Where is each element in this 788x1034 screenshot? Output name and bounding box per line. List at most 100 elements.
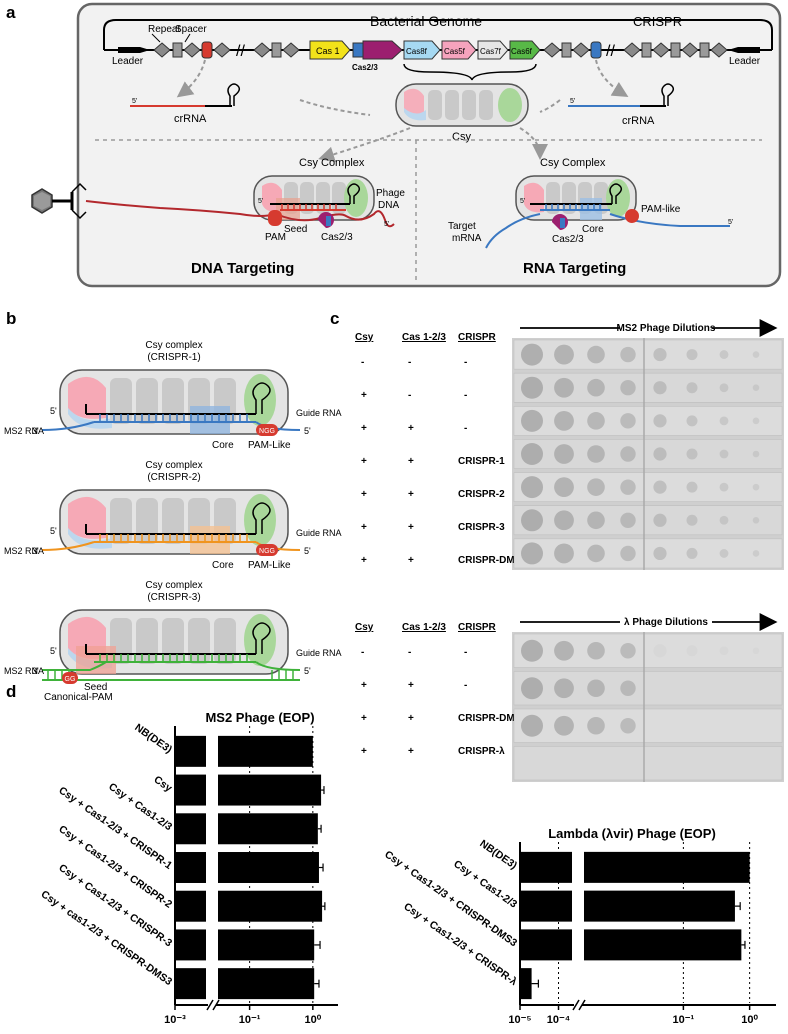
complex-region-highlight [190,406,230,434]
complex-guide-5prime: 5' [50,526,57,536]
plaque-spot [719,549,729,558]
plaque-spot [653,447,667,461]
complex-guide-hairpin [252,382,271,414]
target-mrna-label-1: Target [448,221,476,232]
complex-green-subunit [244,614,276,666]
plaque-spot [521,542,543,565]
row-cell: - [361,647,364,658]
row-cell: + [361,713,367,724]
chart-title: Lambda (λvir) Phage (EOP) [548,826,716,841]
chart-bar [175,813,206,845]
csy-blue-subunit [404,108,426,121]
complex-grey-subunit [110,498,132,544]
complex-grey-subunit [162,618,184,664]
repeat-diamond [543,42,561,58]
chart-axis-break [572,999,580,1011]
complex-pam-label: PAM-Like [248,440,291,451]
dna-csy-subunit [316,182,330,214]
chart-bar [584,929,742,961]
chart-category-label: NB(DE3) [477,838,519,872]
complex-title: Csy complex [145,460,202,471]
chart-bar [520,929,572,961]
plaque-spot [620,718,636,734]
chart-bar [520,851,572,883]
crrna-right-label: crRNA [622,115,655,127]
plaque-spot [521,376,543,399]
operon-brace [403,63,537,81]
spacer-blue [590,41,602,59]
rna-csy-pink [524,182,544,213]
gene-cas23 [362,40,403,60]
csy-subunit [479,90,493,120]
plaque-spot [554,715,574,736]
gene-cas5f [441,40,477,60]
dna-base-pairs [281,204,337,210]
row-cell: + [361,555,367,566]
plaque-spot [752,450,760,458]
cas23-rna-blue [560,218,565,228]
plaque-spot [653,347,667,362]
spacer-box [670,42,681,58]
gene-cas7f-label: Cas7f [480,47,502,56]
plaque-spot [521,443,543,465]
leader-right-label: Leader [729,56,761,67]
plaque-spot [620,446,636,462]
phage-dna-label-2: DNA [378,200,399,211]
complex-subtitle: (CRISPR-1) [147,352,200,363]
panel-label-a: a [6,3,16,22]
row-cell: - [464,390,467,401]
complex-blue-subunit [68,528,112,549]
plaque-spot [752,647,760,655]
chart-title: MS2 Phage (EOP) [205,710,314,725]
gene-cas6f-label: Cas6f [511,47,533,56]
complex-region-label: Seed [84,682,107,693]
plaque-spot [752,351,760,358]
row-cell: + [361,456,367,467]
complex-title: Csy complex [145,340,202,351]
complex-title: Csy complex [145,580,202,591]
complex-target-5prime: 5' [304,426,311,436]
complex-target-5prime: 5' [304,546,311,556]
row-cell: + [408,456,414,467]
row-cell: - [464,423,467,434]
plaque-spot [620,680,636,696]
arrow-to-rna-complex [519,127,548,160]
crrna-to-csy-left [299,99,371,116]
row-cell: + [408,423,414,434]
crrna-left-hairpin [227,83,241,106]
repeat-diamond [681,42,699,58]
pam-like-marker [625,209,639,223]
complex-pam-seq: GG [65,676,76,683]
chart-bar [218,890,323,922]
plaque-spot [587,511,605,530]
dilution-title: MS2 Phage Dilutions [617,323,716,334]
crrna-right-hairpin [661,83,675,106]
panel-label-b: b [6,309,16,328]
plaque-row-strip [513,746,783,781]
complex-pam-marker [256,544,278,556]
crispr-label: CRISPR [633,14,682,29]
pam-like-label: PAM-like [641,204,681,215]
chart-bar [520,890,572,922]
chart-bar [218,774,322,806]
plaque-spot [554,640,574,661]
csy-subunit [462,90,476,120]
complex-pam-label: Canonical-PAM [44,692,113,703]
phage-icon [31,182,87,220]
complex-grey-subunit [136,378,158,424]
plaque-spot [653,480,667,494]
complex-region-label: Core [212,440,234,451]
row-cell: - [408,390,411,401]
spacer-box [271,42,282,58]
chart-axis-break [212,999,220,1011]
plaque-spot [653,381,667,395]
column-header: CRISPR [458,332,497,343]
gene-cas5f-label: Cas5f [444,47,466,56]
complex-guide-5prime: 5' [50,406,57,416]
chart-bar [520,968,532,1000]
arrow-to-dna-complex [318,127,411,163]
complex-target-3prime: 3' [32,426,39,436]
arrow-to-crrna-right [595,59,629,98]
dna-csy-green [344,179,368,217]
cas23-rna-label: Cas2/3 [552,234,584,245]
